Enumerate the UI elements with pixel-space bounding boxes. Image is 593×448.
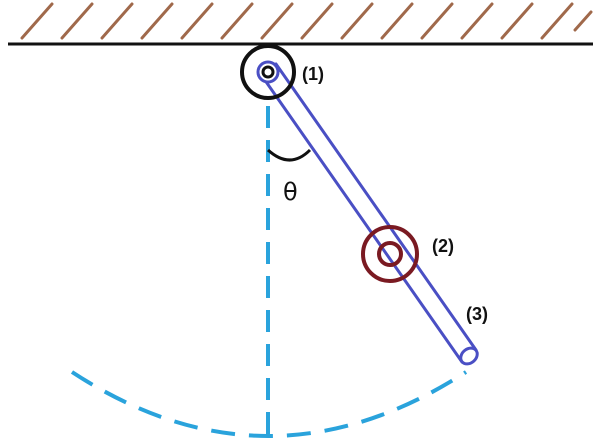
angle-arc-icon: [266, 148, 312, 162]
rod-end-cap: [459, 346, 479, 366]
ground-hatching: [20, 2, 593, 40]
label-pivot: (1): [302, 64, 324, 84]
swing-arc: [70, 370, 468, 438]
rod-body: [260, 62, 478, 364]
pendulum-rod: [260, 62, 479, 366]
label-rod-end: (3): [466, 304, 488, 324]
sliding-collar-icon: [361, 225, 419, 283]
label-angle-theta: θ: [283, 178, 298, 206]
label-collar: (2): [432, 236, 454, 256]
pivot-joint-icon: [240, 44, 296, 100]
